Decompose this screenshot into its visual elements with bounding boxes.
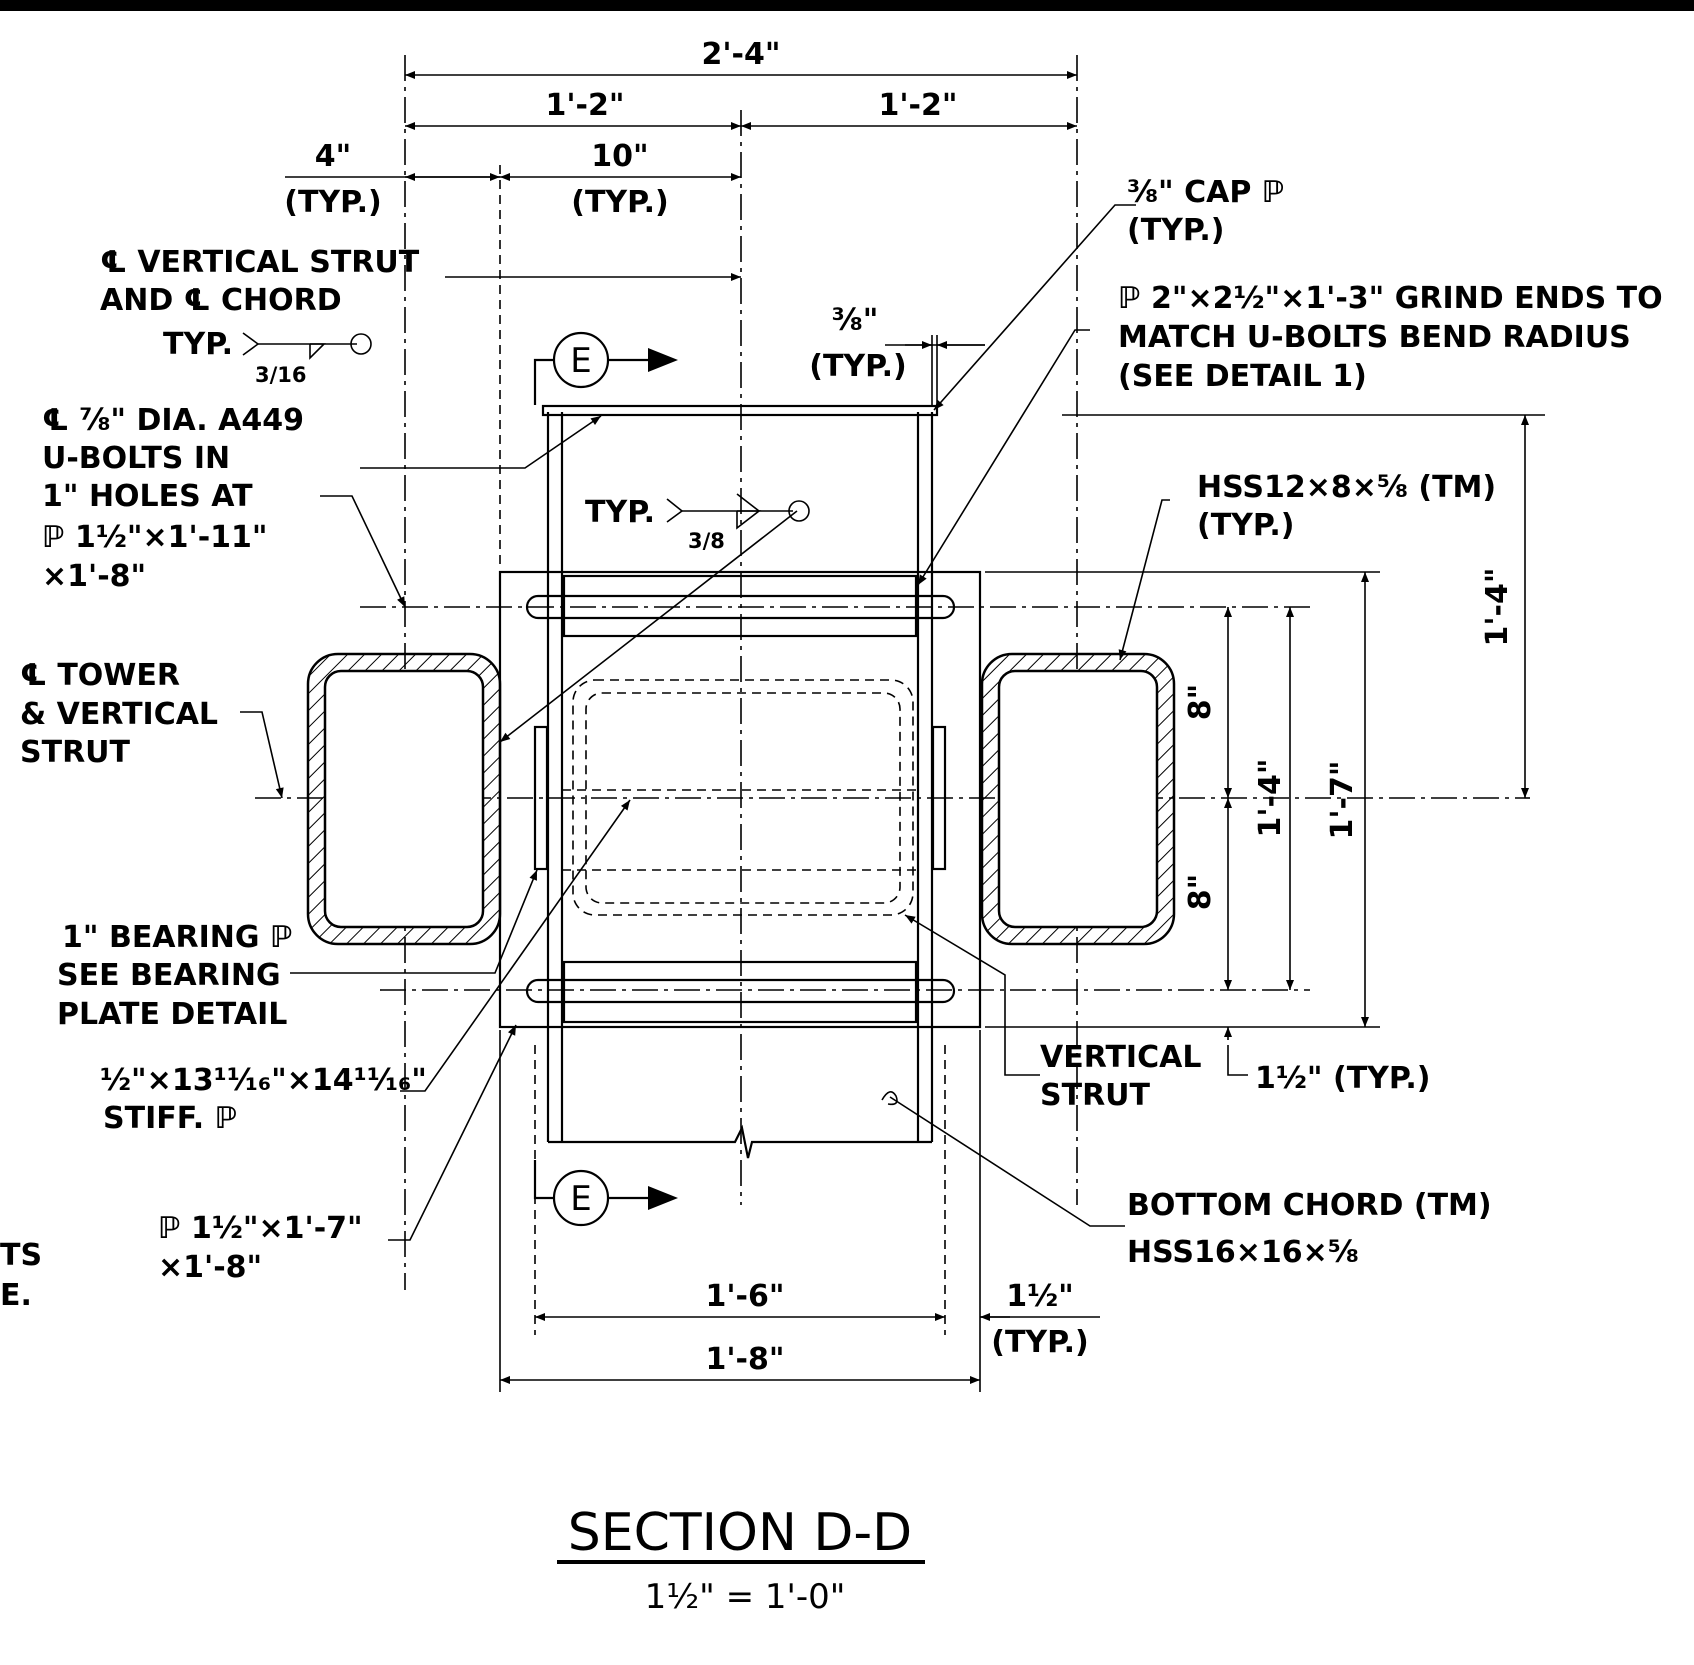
hss-right [980,652,1176,946]
callout-plate-u-3: (SEE DETAIL 1) [1118,359,1367,394]
callout-bchord-1: BOTTOM CHORD (TM) [1127,1188,1492,1223]
callout-plate-b-1: ℙ 1½"×1'-7" [158,1211,363,1246]
dim-three-eighths: ⅜" [832,303,879,338]
callout-vstrut-1: VERTICAL [1040,1040,1201,1075]
dim-one-six: 1'-6" [705,1279,784,1314]
callout-stiff-2: STIFF. ℙ [103,1101,237,1136]
callout-cl-strut-2: AND ℄ CHORD [100,283,342,318]
section-marker-bottom: E [533,1160,678,1227]
dim-four-typ: (TYP.) [284,185,382,220]
callout-tower-3: STRUT [20,735,131,770]
callout-ubolt-1: ℄ ⅞" DIA. A449 [42,403,304,438]
callout-bearing-3: PLATE DETAIL [57,997,287,1032]
callout-weld-size-2: 3/8 [688,529,725,553]
dim-one-half-bottom-typ: (TYP.) [991,1325,1089,1360]
dim-inner-1-4: 1'-4" [1253,758,1288,837]
callout-tower-1: ℄ TOWER [20,658,180,693]
callout-hss-1: HSS12×8×⅝ (TM) [1197,470,1496,505]
leader-lines [240,204,1170,1241]
callout-weld-typ-1: TYP. [163,327,233,362]
callout-cl-strut-1: ℄ VERTICAL STRUT [100,245,420,280]
stiffener-plate [562,679,918,916]
callout-bchord-2: HSS16×16×⅝ [1127,1235,1359,1270]
callout-ubolt-4: ℙ 1½"×1'-11" [42,520,268,555]
callout-plate-b-2: ×1'-8" [158,1250,262,1285]
section-title-block: SECTION D-D 1½" = 1'-0" [557,1503,925,1617]
callout-edge-1: TS [0,1238,42,1273]
callout-texts: ℄ VERTICAL STRUT AND ℄ CHORD TYP. 3/16 ⅜… [0,175,1663,1313]
callout-stiff-1: ½"×13¹¹⁄₁₆"×14¹¹⁄₁₆" [100,1063,427,1098]
section-scale: 1½" = 1'-0" [645,1577,846,1617]
u-bolt-plates [562,574,918,1024]
dim-four: 4" [315,139,352,174]
side-plate-left [533,725,549,871]
section-title: SECTION D-D [568,1503,912,1563]
dim-eight-upper: 8" [1183,684,1218,721]
callout-ubolt-5: ×1'-8" [42,559,146,594]
callout-plate-u-1: ℙ 2"×2½"×1'-3" GRIND ENDS TO [1118,281,1663,316]
callout-bearing-2: SEE BEARING [57,958,281,993]
callout-weld-size-1: 3/16 [255,363,307,387]
dim-three-eighths-typ: (TYP.) [809,349,907,384]
dim-ten-typ: (TYP.) [571,185,669,220]
callout-bearing-1: 1" BEARING ℙ [62,920,292,955]
center-lines [255,55,1530,1335]
weld-symbol-3-8 [666,493,810,530]
bearing-plate [498,570,982,1029]
section-marker-top: E [533,331,678,405]
u-bolts [525,594,956,1004]
dim-one-seven: 1'-7" [1325,760,1360,839]
callout-tower-2: & VERTICAL [20,697,218,732]
callout-ubolt-3: 1" HOLES AT [42,479,253,514]
callout-cap-plate-2: (TYP.) [1127,213,1225,248]
cap-plate [541,404,939,417]
dim-right-1-4: 1'-4" [1480,567,1515,646]
callout-cap-plate-1: ⅜" CAP ℙ [1127,175,1284,210]
dim-one-eight: 1'-8" [705,1342,784,1377]
dim-one-half-right: 1½" (TYP.) [1255,1061,1431,1096]
dimension-lines [285,71,1545,1392]
dim-one-half-bottom: 1½" [1006,1279,1074,1314]
dim-ten: 10" [591,139,648,174]
callout-ubolt-2: U-BOLTS IN [42,441,230,476]
callout-weld-typ-2: TYP. [585,495,655,530]
side-plate-right [931,725,947,871]
dim-half-left: 1'-2" [545,88,624,123]
section-marker-top-label: E [570,341,591,381]
sheet-border-top [0,0,1694,11]
dimension-texts: 2'-4" 1'-2" 1'-2" 4" (TYP.) 10" (TYP.) ⅜… [284,37,1515,1377]
hss-left [306,652,502,946]
callout-edge-2: E. [0,1278,32,1313]
callout-hss-2: (TYP.) [1197,508,1295,543]
weld-symbol-3-16 [242,332,372,360]
callout-plate-u-2: MATCH U-BOLTS BEND RADIUS [1118,320,1631,355]
dim-eight-lower: 8" [1183,874,1218,911]
callout-vstrut-2: STRUT [1040,1078,1151,1113]
dim-half-right: 1'-2" [878,88,957,123]
section-marker-bottom-label: E [570,1179,591,1219]
dim-overall-top: 2'-4" [701,37,780,72]
